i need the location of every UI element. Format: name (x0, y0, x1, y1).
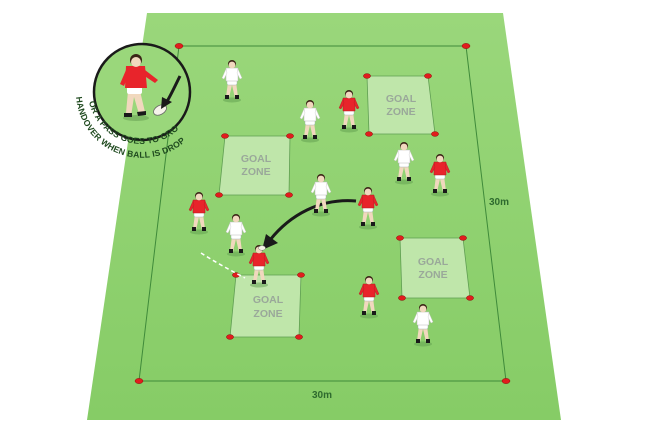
cone (365, 131, 373, 137)
rugby-ball (258, 245, 266, 251)
player-attack (357, 187, 379, 230)
goal-zone-label: ZONE (241, 166, 270, 178)
cone (286, 133, 294, 139)
player-defence (225, 214, 247, 257)
inset-attacker (120, 54, 158, 121)
cone (295, 334, 303, 340)
player-defence (221, 60, 243, 103)
cone (226, 334, 234, 340)
player-defence (310, 174, 332, 217)
cone (431, 131, 439, 137)
cone (285, 192, 293, 198)
depth-dimension-label: 30m (489, 197, 509, 208)
goal-zone-bottom-center: GOAL ZONE (229, 274, 302, 338)
player-defence (299, 100, 321, 143)
cone (396, 235, 404, 241)
cone (134, 378, 144, 384)
cone (461, 43, 471, 49)
goal-zone-right: GOAL ZONE (399, 237, 471, 299)
cone (215, 192, 223, 198)
width-dimension-label: 30m (312, 390, 332, 401)
goal-zone-label: GOAL (241, 153, 272, 165)
cone (466, 295, 474, 301)
goal-zone-top-right: GOAL ZONE (366, 75, 436, 135)
player-attack (248, 245, 270, 288)
cone (221, 133, 229, 139)
player-attack (338, 90, 360, 133)
cone (363, 73, 371, 79)
player-defence (393, 142, 415, 185)
player-attack (188, 192, 210, 235)
player-defence (412, 304, 434, 347)
cone (501, 378, 511, 384)
pitch (87, 13, 561, 420)
goal-zone-label: GOAL (386, 93, 417, 105)
goal-zone-mid-left: GOAL ZONE (218, 135, 291, 196)
cone (398, 295, 406, 301)
cone (174, 43, 184, 49)
pass-arrow (262, 199, 357, 250)
goal-zone-label: ZONE (386, 106, 415, 118)
players (188, 60, 451, 347)
cone (459, 235, 467, 241)
goal-zone-label: ZONE (253, 308, 282, 320)
player-attack (358, 276, 380, 319)
goal-zone-label: GOAL (253, 294, 284, 306)
goal-zone-label: ZONE (418, 269, 447, 281)
player-attack (429, 154, 451, 197)
goal-zone-label: GOAL (418, 256, 449, 268)
cone (424, 73, 432, 79)
cone (297, 272, 305, 278)
